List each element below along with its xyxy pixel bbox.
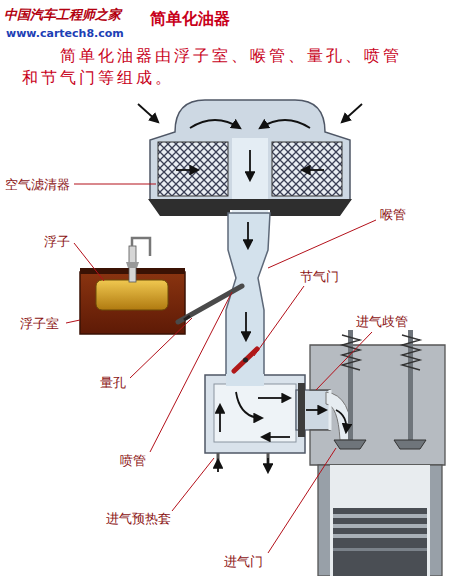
jet-nozzle bbox=[178, 286, 242, 322]
engine-cylinder bbox=[394, 440, 426, 449]
engine-cylinder bbox=[333, 534, 427, 538]
flow-arrows bbox=[260, 120, 310, 128]
throat-tube bbox=[226, 213, 270, 378]
float-chamber bbox=[132, 238, 150, 256]
flow-arrows bbox=[302, 169, 324, 171]
engine-cylinder bbox=[318, 465, 442, 576]
flow-arrows bbox=[236, 392, 262, 418]
engine-cylinder bbox=[310, 345, 445, 465]
air-cleaner bbox=[148, 100, 352, 216]
flow-arrows bbox=[219, 405, 221, 432]
leader-lines bbox=[66, 320, 80, 323]
flow-arrows bbox=[138, 104, 158, 122]
watermark: 中国汽车工程师之家 bbox=[4, 6, 121, 24]
engine-cylinder bbox=[334, 440, 366, 449]
leader-lines bbox=[316, 332, 372, 390]
diagram-title: 简单化油器 bbox=[150, 9, 230, 30]
preheat-chamber bbox=[214, 384, 296, 442]
part-label: 进气预热套 bbox=[106, 510, 171, 528]
flow-arrows bbox=[262, 436, 290, 438]
jet-nozzle bbox=[184, 316, 190, 320]
website-url: www.cartech8.com bbox=[6, 27, 124, 40]
throat-tube bbox=[226, 213, 270, 378]
flow-arrows bbox=[306, 409, 326, 411]
flow-arrows bbox=[267, 458, 269, 472]
part-label: 喉管 bbox=[380, 206, 406, 224]
engine-cylinder bbox=[329, 390, 332, 430]
air-cleaner bbox=[158, 142, 228, 196]
float-chamber bbox=[80, 238, 185, 334]
intro-caption: 简单化油器由浮子室、喉管、量孔、喷管和节气门等组成。 bbox=[22, 45, 414, 89]
preheat-chamber bbox=[226, 374, 264, 386]
flow-arrows bbox=[342, 104, 362, 122]
part-label: 节气门 bbox=[300, 268, 339, 286]
throttle-plate bbox=[243, 358, 248, 363]
engine-cylinder bbox=[342, 335, 360, 370]
flow-arrows bbox=[249, 150, 251, 180]
part-label: 喷管 bbox=[120, 452, 146, 470]
leader-lines bbox=[268, 220, 376, 268]
leader-lines bbox=[130, 318, 192, 378]
throttle-plate bbox=[234, 349, 257, 371]
float-chamber bbox=[96, 280, 168, 310]
flow-arrows bbox=[258, 397, 290, 399]
flow-arrows bbox=[336, 410, 346, 432]
flow-arrows bbox=[190, 120, 240, 128]
preheat-chamber bbox=[205, 374, 305, 464]
engine-cylinder bbox=[333, 514, 427, 518]
engine-cylinder bbox=[402, 335, 420, 370]
flow-arrows bbox=[176, 169, 198, 171]
leader-lines bbox=[172, 458, 214, 511]
flow-arrows bbox=[245, 312, 247, 340]
engine-cylinder bbox=[330, 465, 430, 576]
leader-lines bbox=[254, 286, 304, 356]
engine-cylinder bbox=[333, 548, 427, 551]
throttle-plate bbox=[234, 349, 257, 371]
part-label: 浮子室 bbox=[20, 315, 59, 333]
flow-arrows bbox=[138, 104, 362, 472]
jet-nozzle bbox=[178, 286, 242, 322]
engine-cylinder bbox=[333, 508, 427, 576]
engine-cylinder bbox=[310, 330, 445, 576]
part-label: 空气滤清器 bbox=[5, 176, 70, 194]
flow-arrows bbox=[247, 222, 249, 248]
intake-manifold bbox=[296, 383, 330, 437]
part-label: 进气歧管 bbox=[356, 313, 408, 331]
leader-lines bbox=[150, 292, 232, 452]
air-cleaner bbox=[272, 142, 342, 196]
leader-lines bbox=[74, 243, 104, 281]
float-chamber bbox=[126, 262, 139, 268]
part-label: 量孔 bbox=[100, 374, 126, 392]
flow-arrows bbox=[217, 460, 219, 472]
engine-cylinder bbox=[333, 524, 427, 528]
leader-lines bbox=[268, 448, 336, 553]
preheat-chamber bbox=[205, 375, 305, 453]
part-label: 浮子 bbox=[44, 233, 70, 251]
intake-manifold bbox=[298, 383, 305, 437]
leader-lines bbox=[74, 184, 156, 185]
leader-lines bbox=[66, 184, 376, 553]
part-label: 进气门 bbox=[224, 553, 263, 571]
